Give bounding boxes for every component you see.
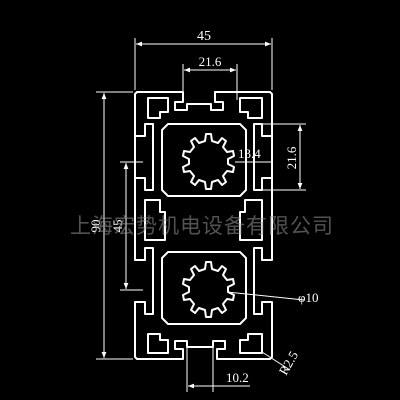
dim-90-label: 90 — [88, 220, 103, 233]
dim-10-2-label: 10.2 — [226, 370, 249, 385]
pocket-bottom-left — [147, 333, 169, 354]
core-upper-web — [161, 123, 247, 197]
dimension-lines — [96, 38, 306, 392]
dim-45-label: 45 — [197, 29, 211, 44]
outer-contour — [134, 91, 273, 360]
dim-r2-5-leader — [261, 351, 291, 371]
core-lower-web — [161, 251, 247, 325]
dim-phi10-label: φ10 — [298, 290, 319, 305]
lower-center-bore — [182, 261, 235, 318]
pocket-mid-right — [239, 199, 263, 241]
dim-21-6-top-label: 21.6 — [199, 54, 222, 69]
dim-13-4-label: 13.4 — [238, 146, 261, 161]
dim-45-inner-label: 45 — [110, 220, 125, 233]
dim-r2-5-label: R2.5 — [276, 348, 301, 377]
profile-outline — [134, 91, 273, 360]
pocket-bottom-right — [239, 333, 263, 354]
pocket-top-left — [147, 97, 169, 119]
dim-phi10-leader — [226, 291, 305, 301]
pocket-top-right — [239, 97, 263, 119]
pocket-mid-left — [144, 199, 166, 241]
dim-21-6-right-label: 21.6 — [284, 146, 299, 169]
upper-center-bore — [182, 133, 235, 190]
